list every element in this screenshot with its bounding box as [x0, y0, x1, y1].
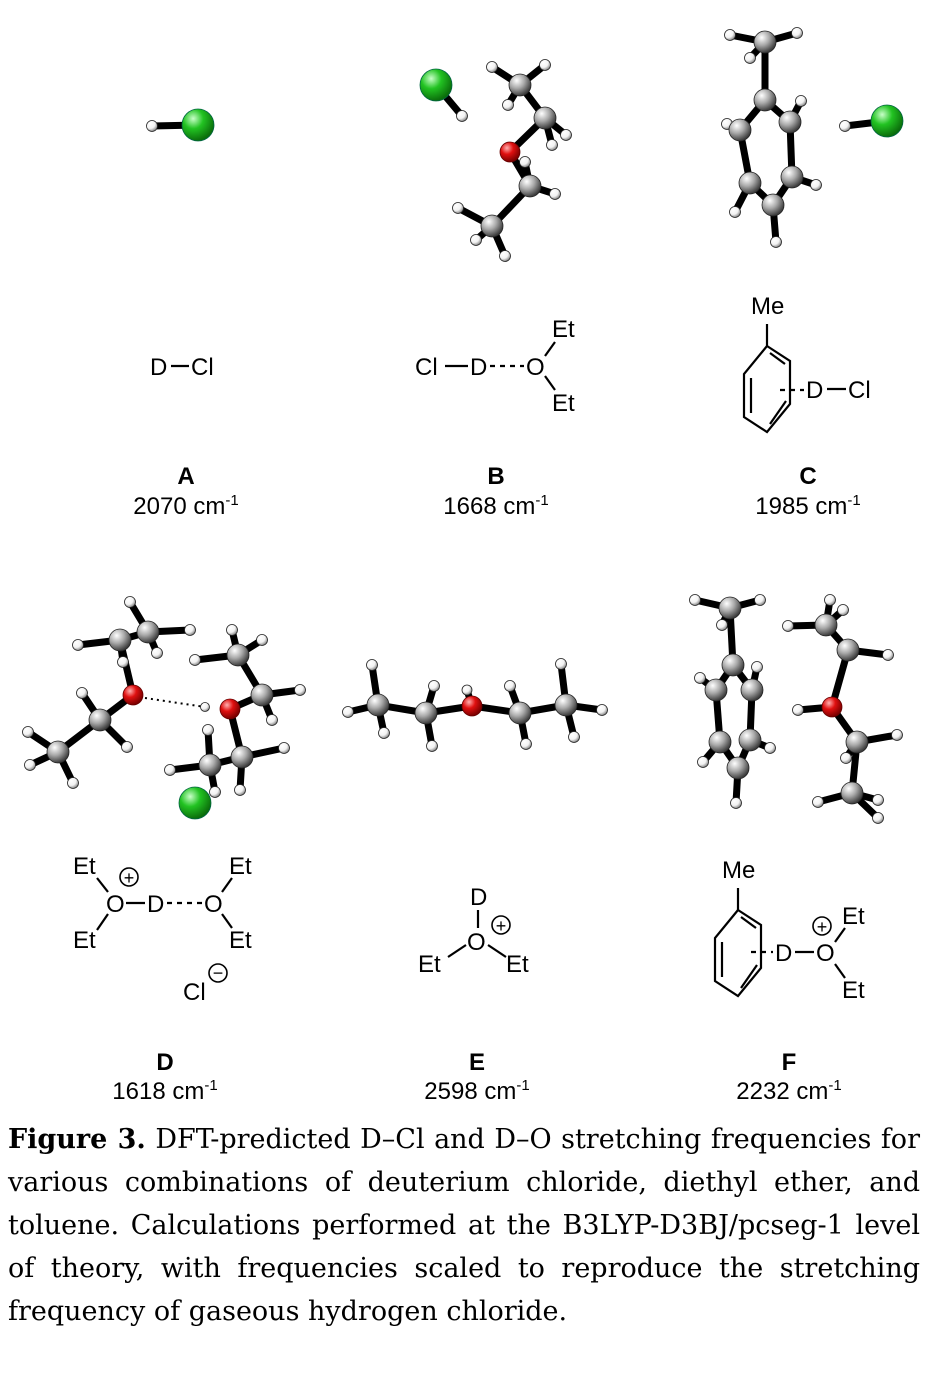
svg-text:Et: Et: [229, 927, 252, 954]
svg-text:D: D: [470, 884, 487, 911]
panel-label-D: D 1618 cm-1: [112, 1049, 217, 1100]
svg-text:−: −: [213, 963, 224, 983]
svg-text:Cl: Cl: [183, 979, 206, 1006]
svg-text:D: D: [470, 354, 487, 381]
svg-text:Cl: Cl: [191, 354, 214, 381]
model-C: [721, 27, 904, 248]
svg-text:+: +: [817, 917, 828, 937]
svg-text:D: D: [775, 940, 792, 967]
svg-text:O: O: [106, 891, 125, 918]
svg-text:A: A: [177, 463, 194, 490]
svg-text:Cl: Cl: [415, 354, 438, 381]
svg-text:1668 cm-1: 1668 cm-1: [443, 492, 548, 520]
svg-text:D: D: [150, 354, 167, 381]
svg-text:+: +: [496, 916, 507, 936]
svg-text:Et: Et: [842, 977, 865, 1004]
svg-text:O: O: [467, 929, 486, 956]
structure-A: D Cl: [150, 354, 214, 381]
figure-caption: Figure 3. DFT-predicted D–Cl and D–O str…: [8, 1118, 920, 1333]
svg-text:2070 cm-1: 2070 cm-1: [133, 492, 238, 520]
structure-B: Cl D O Et Et: [415, 316, 575, 417]
panel-label-B: B 1668 cm-1: [443, 463, 548, 520]
svg-text:O: O: [526, 354, 545, 381]
model-E: [342, 658, 608, 752]
svg-text:Et: Et: [418, 951, 441, 978]
svg-text:Et: Et: [73, 927, 96, 954]
model-A: [146, 108, 215, 142]
structure-F: Me D + O Et Et: [713, 857, 865, 1004]
svg-text:C: C: [799, 463, 816, 490]
chlorine-atom: [181, 108, 215, 142]
svg-text:2232 cm-1: 2232 cm-1: [736, 1077, 841, 1100]
svg-text:D: D: [147, 891, 164, 918]
figure-3-graphic: D Cl Cl D O Et Et Me D Cl Et Et + O: [22, 27, 904, 1100]
panel-label-F: F 2232 cm-1: [736, 1049, 841, 1100]
svg-text:Et: Et: [552, 316, 575, 343]
caption-text: DFT-predicted D–Cl and D–O stretching fr…: [8, 1124, 920, 1327]
svg-text:1985 cm-1: 1985 cm-1: [755, 492, 860, 520]
svg-text:2598 cm-1: 2598 cm-1: [424, 1077, 529, 1100]
svg-text:O: O: [204, 891, 223, 918]
svg-text:D: D: [806, 377, 823, 404]
structure-E: D + O Et Et: [418, 884, 529, 978]
svg-text:Et: Et: [73, 853, 96, 880]
svg-text:Et: Et: [229, 853, 252, 880]
svg-text:Me: Me: [722, 857, 755, 884]
svg-text:Cl: Cl: [848, 377, 871, 404]
figure-number: Figure 3.: [8, 1124, 146, 1155]
svg-text:+: +: [124, 868, 135, 888]
svg-text:F: F: [782, 1049, 797, 1076]
svg-text:Me: Me: [751, 293, 784, 320]
svg-text:D: D: [156, 1049, 173, 1076]
svg-text:1618 cm-1: 1618 cm-1: [112, 1077, 217, 1100]
model-D: [22, 596, 306, 820]
svg-text:Et: Et: [552, 390, 575, 417]
model-F: [689, 594, 903, 824]
panel-label-E: E 2598 cm-1: [424, 1049, 529, 1100]
svg-text:E: E: [469, 1049, 485, 1076]
svg-text:Et: Et: [506, 951, 529, 978]
svg-text:Et: Et: [842, 903, 865, 930]
structure-D: Et Et + O D O Et Et Cl −: [73, 853, 252, 1006]
svg-text:B: B: [487, 463, 504, 490]
hydrogen-atom: [146, 120, 158, 132]
panel-label-C: C 1985 cm-1: [755, 463, 860, 520]
structure-C: Me D Cl: [742, 293, 871, 434]
model-B: [419, 59, 572, 262]
panel-label-A: A 2070 cm-1: [133, 463, 238, 520]
svg-text:O: O: [816, 940, 835, 967]
